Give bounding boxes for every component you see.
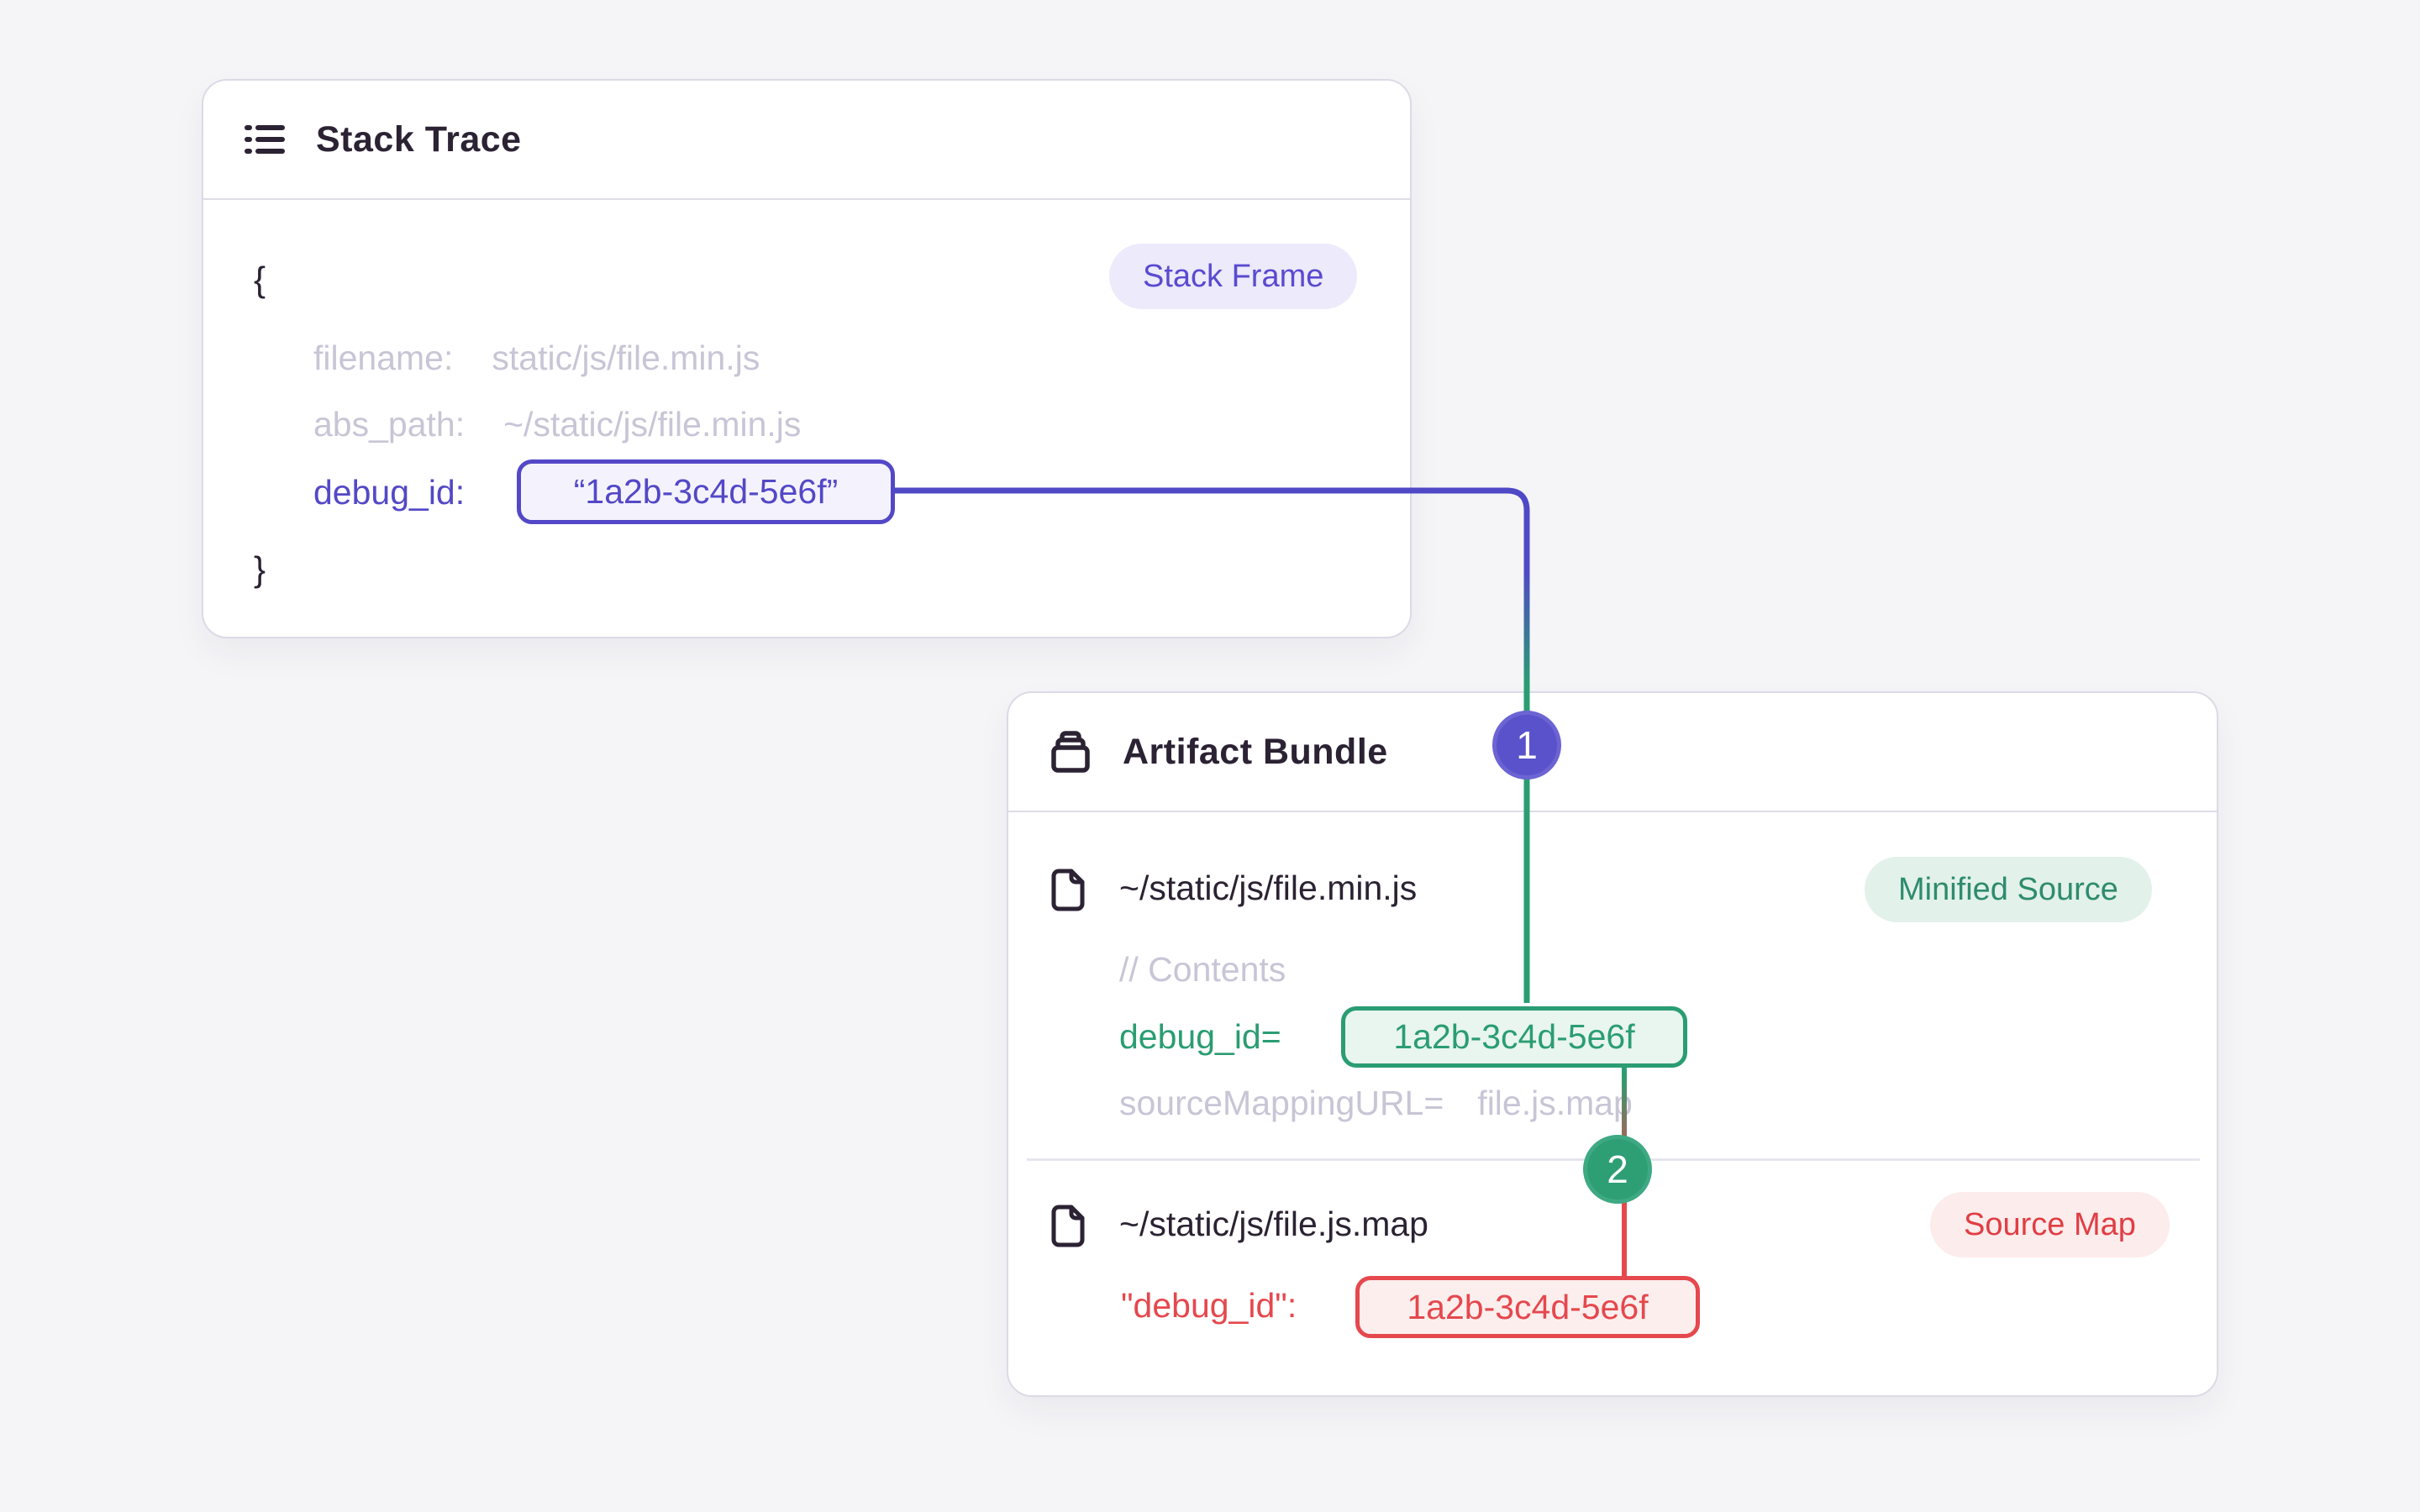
json-close-brace: } — [254, 549, 266, 589]
source-mapping-line: sourceMappingURL= file.js.map — [1119, 1078, 1633, 1128]
filename-value: static/js/file.min.js — [492, 339, 760, 377]
file-icon — [1048, 866, 1088, 911]
source-mapping-key: sourceMappingURL= — [1119, 1084, 1444, 1122]
source-mapping-value: file.js.map — [1477, 1084, 1633, 1122]
minified-source-badge: Minified Source — [1865, 857, 2152, 922]
artifact-bundle-header: Artifact Bundle — [1008, 693, 2217, 812]
archive-icon — [1047, 728, 1094, 775]
json-open-brace: { — [254, 260, 266, 299]
file-icon — [1048, 1202, 1088, 1247]
stack-trace-header: Stack Trace — [203, 81, 1410, 200]
map-debug-id-key: "debug_id": — [1121, 1286, 1297, 1325]
step-2-marker: 2 — [1583, 1135, 1652, 1204]
stack-trace-title: Stack Trace — [316, 118, 522, 160]
minified-file-name: ~/static/js/file.min.js — [1119, 869, 1418, 907]
contents-comment: // Contents — [1119, 950, 1286, 989]
debug-id-key: debug_id: — [313, 473, 466, 512]
abs-path-key: abs_path: — [313, 405, 466, 444]
abs-path-line: abs_path: ~/static/js/file.min.js — [313, 399, 801, 449]
bundle-debug-id-key: debug_id= — [1119, 1017, 1281, 1056]
artifact-bundle-title: Artifact Bundle — [1123, 731, 1388, 772]
stack-frame-badge: Stack Frame — [1109, 244, 1358, 309]
debug-id-value-box: “1a2b-3c4d-5e6f” — [517, 459, 895, 524]
source-map-badge: Source Map — [1930, 1192, 2170, 1257]
step-1-marker: 1 — [1492, 711, 1561, 780]
filename-line: filename: static/js/file.min.js — [313, 333, 760, 383]
list-icon — [242, 117, 287, 162]
stack-trace-card: Stack Trace Stack Frame { filename: stati… — [202, 79, 1412, 638]
sourcemap-file-name: ~/static/js/file.js.map — [1119, 1205, 1428, 1243]
bundle-debug-id-value-box: 1a2b-3c4d-5e6f — [1341, 1006, 1687, 1068]
artifact-bundle-card: Artifact Bundle ~/static/js/file.min.js … — [1007, 691, 2218, 1397]
map-debug-id-value-box: 1a2b-3c4d-5e6f — [1355, 1276, 1700, 1338]
filename-key: filename: — [313, 339, 454, 377]
abs-path-value: ~/static/js/file.min.js — [503, 405, 802, 444]
